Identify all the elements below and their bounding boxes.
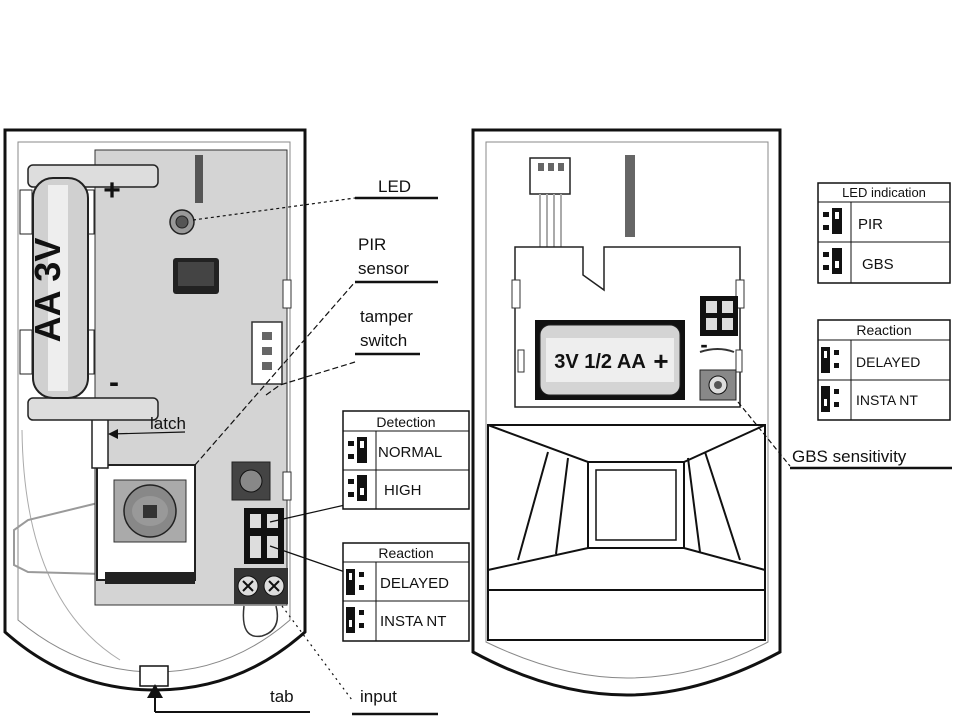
detection-row-normal: NORMAL xyxy=(378,444,442,461)
reaction-right-row-delayed: DELAYED xyxy=(856,354,920,370)
detection-row-high: HIGH xyxy=(384,482,422,499)
led-indication-table: LED indication PIR GBS xyxy=(817,182,951,284)
battery-right-plus: + xyxy=(653,346,668,376)
latch-component xyxy=(91,417,109,469)
battery-left-plus: + xyxy=(103,174,121,207)
reaction-left-row-instant: INSTA NT xyxy=(380,613,446,630)
detection-title: Detection xyxy=(376,414,435,430)
tamper-label-line2: switch xyxy=(360,331,407,350)
battery-left: AA 3V + - xyxy=(19,164,159,421)
lens-window xyxy=(487,424,766,641)
jumper-icon xyxy=(821,347,839,373)
battery-left-minus: - xyxy=(109,366,119,399)
led-label: LED xyxy=(378,177,411,196)
detection-table: Detection NORMAL HIGH xyxy=(342,410,470,510)
jumper-icon xyxy=(346,569,364,595)
tab-arrow xyxy=(147,684,310,713)
gbs-sensitivity-label: GBS sensitivity xyxy=(792,447,907,466)
tamper-label-line1: tamper xyxy=(360,307,413,326)
reaction-right-row-instant: INSTA NT xyxy=(856,392,918,408)
jumper-icon xyxy=(348,437,367,463)
pir-label-line2: sensor xyxy=(358,259,409,278)
battery-left-label: AA 3V xyxy=(27,238,68,343)
left-pcb xyxy=(91,149,292,638)
jumper-icon xyxy=(348,475,367,501)
led-row-pir: PIR xyxy=(858,216,883,233)
reaction-table-left: Reaction DELAYED INSTA NT xyxy=(342,542,470,642)
latch-arrow xyxy=(108,429,186,439)
leader-lines xyxy=(192,197,791,701)
reaction-left-title: Reaction xyxy=(378,545,433,561)
reaction-right-title: Reaction xyxy=(856,322,911,338)
led-row-gbs: GBS xyxy=(862,256,894,273)
battery-right-minus: - xyxy=(700,332,707,357)
latch-label: latch xyxy=(150,414,186,433)
jumper-icon xyxy=(823,248,842,274)
side-bracket xyxy=(13,501,103,575)
tab-label: tab xyxy=(270,687,294,706)
reaction-table-right: Reaction DELAYED INSTA NT xyxy=(817,319,951,421)
right-housing: 3V 1/2 AA + - xyxy=(471,128,782,697)
pir-label-line1: PIR xyxy=(358,235,386,254)
jumper-icon xyxy=(821,386,839,412)
battery-right-label: 3V 1/2 AA xyxy=(554,351,646,373)
jumper-icon xyxy=(346,607,364,633)
input-label: input xyxy=(360,687,397,706)
jumper-icon xyxy=(823,208,842,234)
reaction-left-row-delayed: DELAYED xyxy=(380,575,449,592)
led-indication-title: LED indication xyxy=(842,185,926,200)
